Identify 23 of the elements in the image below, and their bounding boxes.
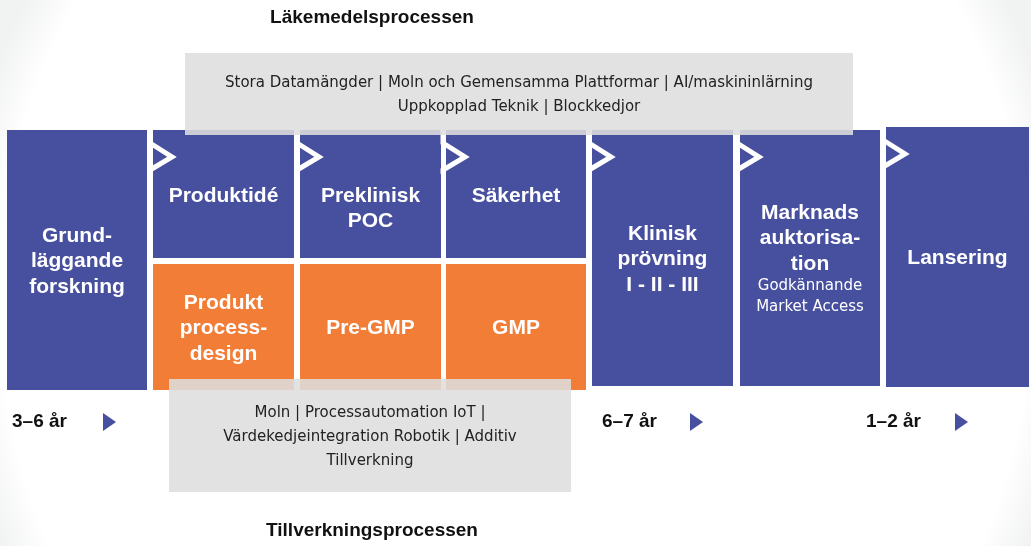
technology-list: Moln | Processautomation IoT | Värdekedjeintegration Robotik | Additiv Tillverkning [187,399,553,472]
step-title: Produkt process- design [178,289,269,365]
manufacturing-step-box [153,264,294,390]
technology-panel [185,53,853,135]
duration-label: 3–6 år [12,410,67,432]
step-title: Klinisk prövning I - II - III [616,220,709,296]
diagram-title: Läkemedelsprocessen [270,6,474,28]
step-title: GMP [492,314,540,340]
step-title: Pre-GMP [326,314,415,340]
step-title: Säkerhet [471,182,561,208]
section-heading: Tillverkningsprocessen [266,519,478,541]
technology-panel [169,379,571,492]
step-title: Grund- läggande forskning [28,222,126,298]
step-title: Produktidé [168,182,279,208]
duration-label: 1–2 år [866,410,921,432]
process-step-box [7,130,147,390]
step-title: Preklinisk POC [319,182,422,233]
step-subtitle: Godkännande Market Access [755,274,865,317]
technology-list: Stora Datamängder | Moln och Gemensamma Plattformar | AI/maskininlärning Uppkopplad Teknik | Blockkedjor [203,70,835,118]
step-title: Marknads auktorisa- tion [758,199,862,275]
manufacturing-step-box [446,264,586,390]
duration-label: 6–7 år [602,410,657,432]
step-title: Lansering [907,244,1008,270]
